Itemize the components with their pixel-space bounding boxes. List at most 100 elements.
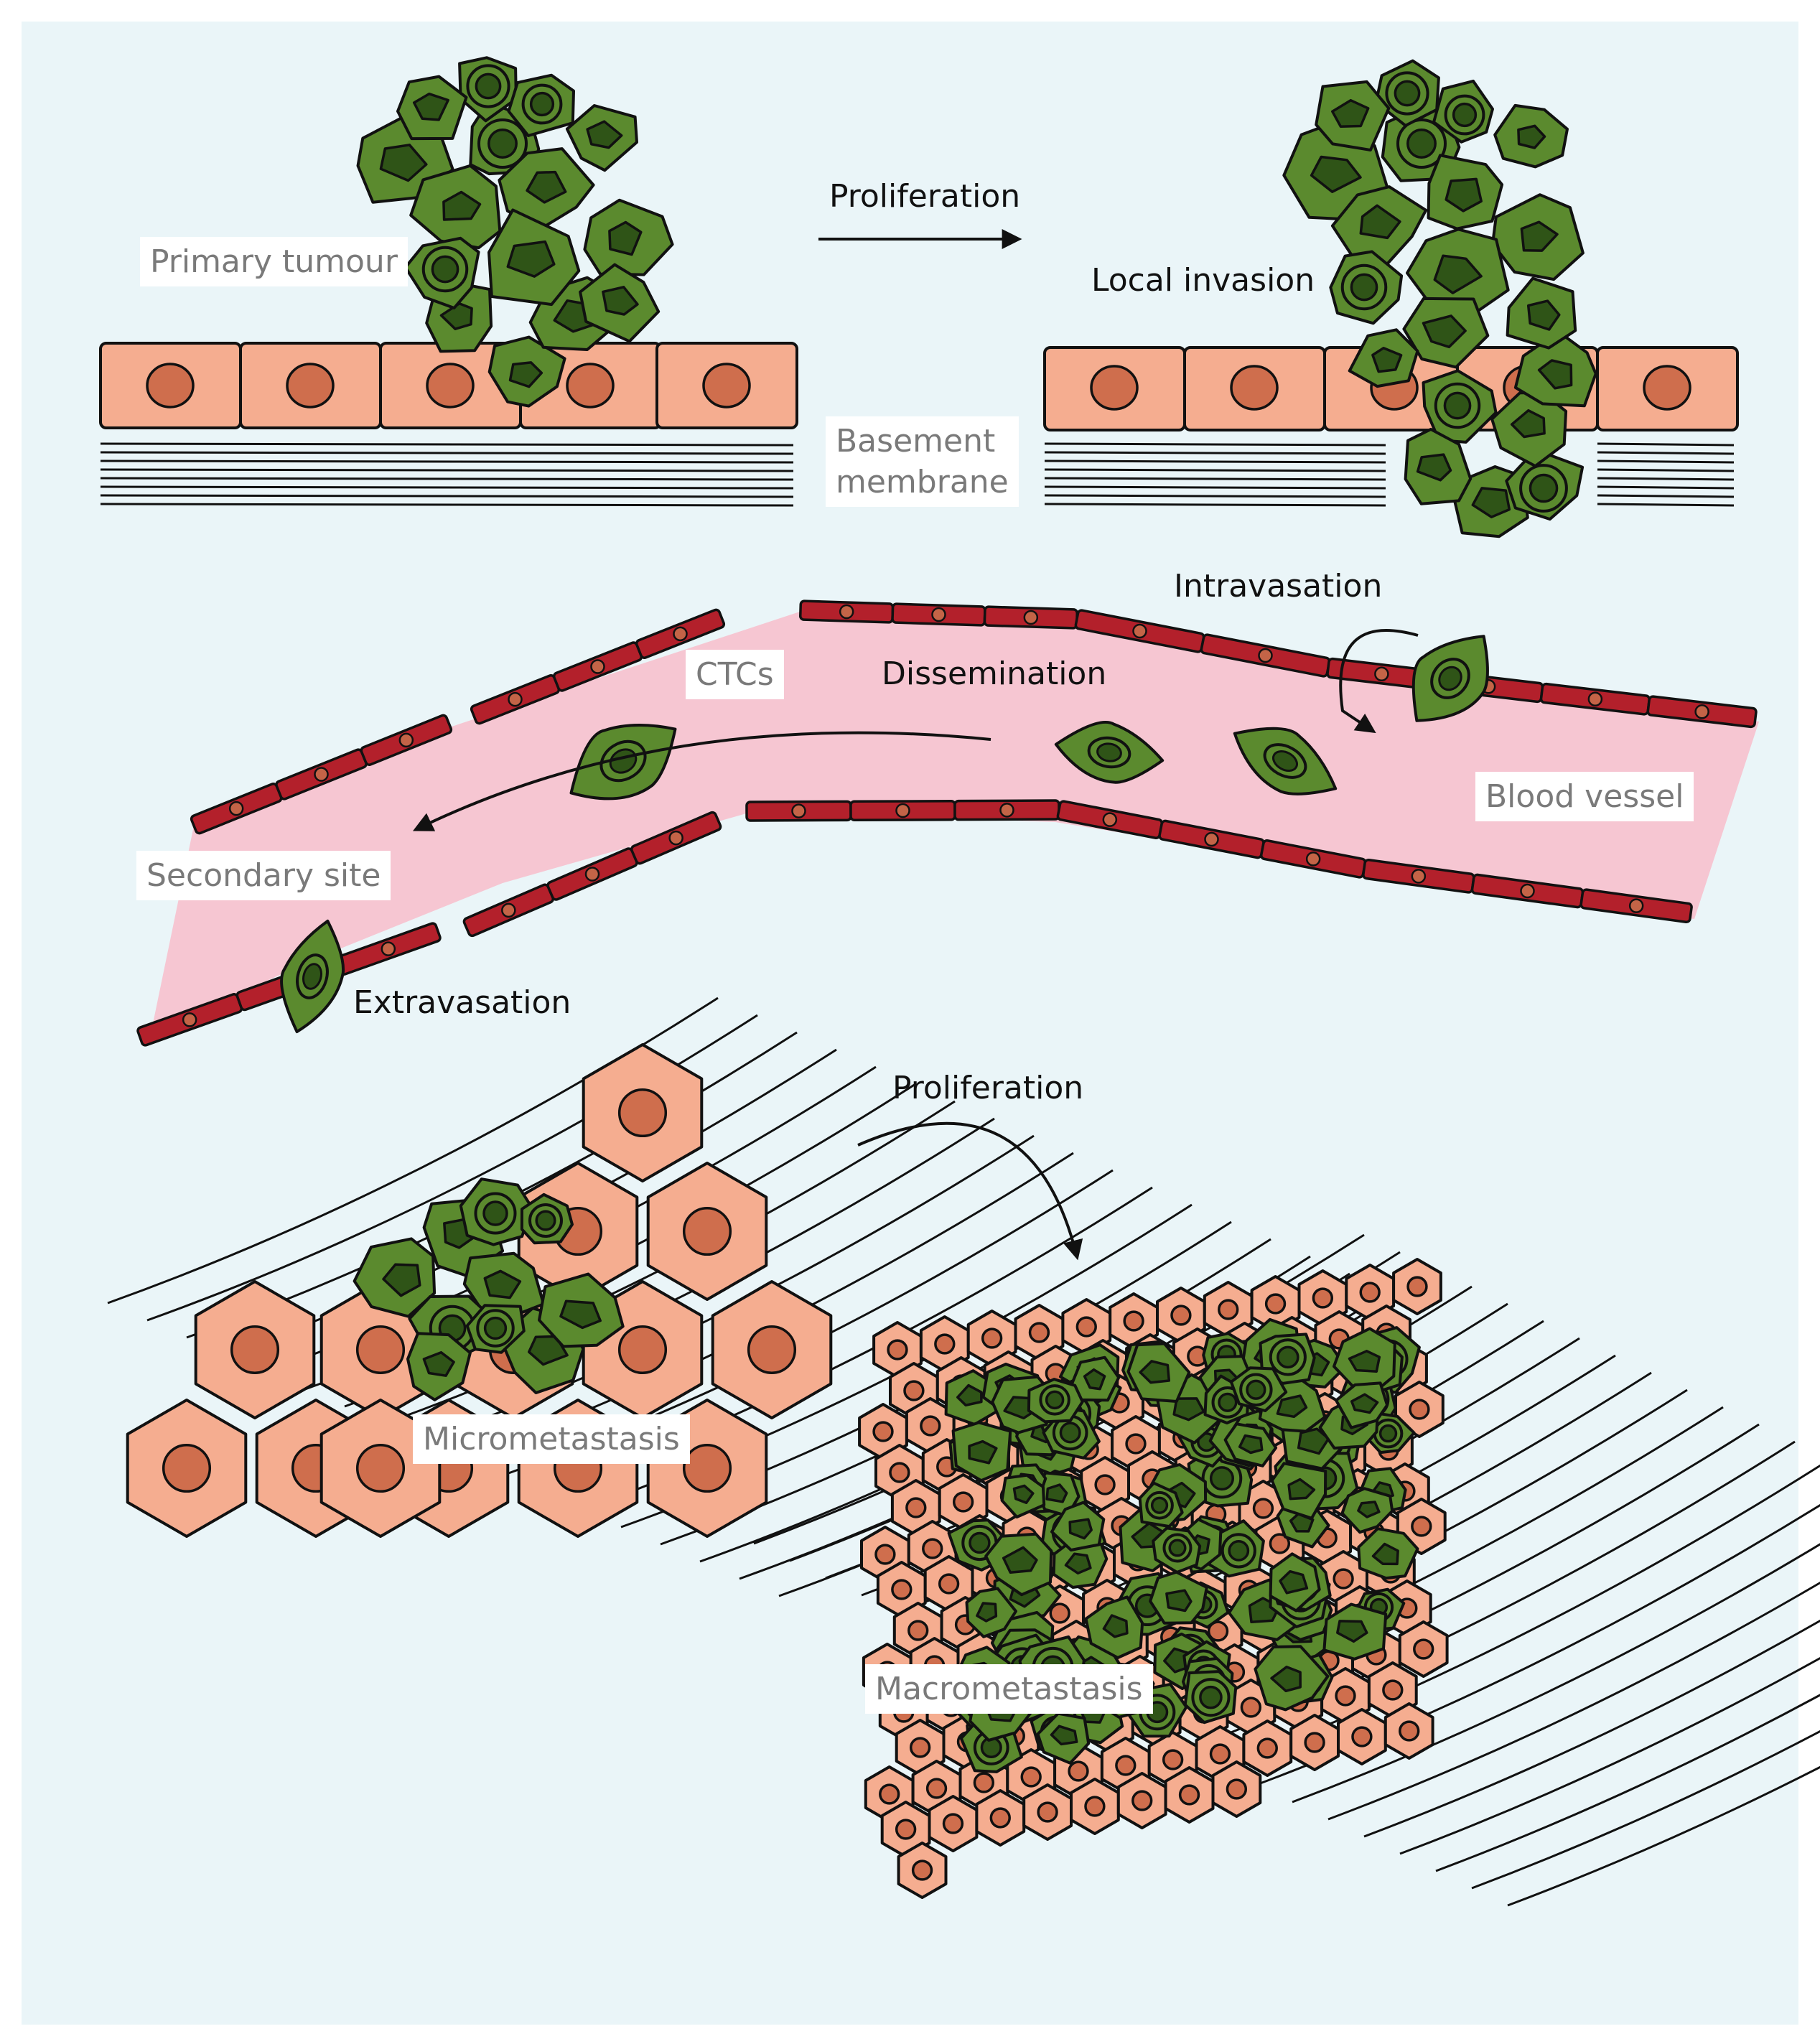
tissue-fibre: [1471, 1730, 1820, 1890]
tissue-cell-nucleus: [1304, 1732, 1325, 1753]
tissue-cell-nucleus: [911, 1859, 933, 1881]
tissue-cell-nucleus: [1335, 1685, 1356, 1707]
tumour-nucleus: [506, 240, 556, 278]
tumour-nucleus: [1002, 1546, 1038, 1574]
label-blood-vessel: Blood vessel: [1475, 772, 1694, 822]
tumour-nucleus: [431, 255, 459, 284]
label-primary-tumour: Primary tumour: [140, 237, 408, 287]
tumour-nucleus: [1510, 409, 1546, 439]
tissue-cell-nucleus: [1264, 1293, 1287, 1315]
tumour-cell-ring: [1340, 263, 1388, 311]
migrating-cell-ring: [296, 953, 329, 999]
endothelial-nucleus: [1102, 812, 1118, 827]
basement-membrane-fibre: [1044, 459, 1386, 464]
tumour-nucleus: [1452, 102, 1478, 128]
primary-tumour-panel: [99, 56, 798, 507]
basement-membrane-fibre: [100, 451, 794, 455]
tissue-cell-nucleus: [922, 1538, 943, 1559]
tissue-fibre: [1399, 1656, 1820, 1855]
epithelial-cell-nucleus: [426, 363, 475, 409]
tumour-cell-ring: [1444, 94, 1485, 136]
tumour-cell-ring: [1269, 1338, 1307, 1376]
endothelial-nucleus: [1694, 704, 1709, 719]
tumour-nucleus: [559, 1299, 602, 1330]
tumour-nucleus: [508, 361, 543, 388]
tissue-cell-nucleus: [981, 1327, 1003, 1349]
tissue-cell-nucleus: [903, 1380, 925, 1401]
tissue-cell-nucleus: [1269, 1533, 1291, 1554]
tumour-nucleus: [1165, 1589, 1193, 1613]
tumour-nucleus: [1445, 177, 1483, 213]
migrating-cell-nucleus: [302, 963, 322, 990]
endothelial-nucleus: [1258, 648, 1273, 663]
tumour-cell-ring: [477, 118, 528, 169]
proliferation-arrow-bottom: [857, 1121, 1083, 1261]
epithelial-cell-nucleus: [566, 363, 615, 409]
tissue-cell-nucleus: [925, 1778, 948, 1799]
tumour-nucleus: [1529, 473, 1559, 503]
tumour-nucleus: [1045, 1483, 1068, 1503]
tissue-cell-nucleus: [682, 1443, 732, 1493]
tumour-nucleus: [1277, 1345, 1299, 1369]
tumour-nucleus: [1102, 1614, 1129, 1638]
tumour-nucleus: [1416, 453, 1452, 482]
tumour-nucleus: [482, 1200, 508, 1226]
tissue-cell-nucleus: [907, 1620, 929, 1641]
tissue-cell-nucleus: [895, 1819, 917, 1840]
tumour-nucleus: [1199, 1685, 1223, 1709]
tumour-nucleus: [1517, 124, 1546, 149]
tissue-cell-nucleus: [1409, 1399, 1430, 1420]
tissue-cell-nucleus: [1252, 1498, 1274, 1519]
basement-membrane-fibre: [1597, 503, 1735, 507]
tumour-cell-ring: [1385, 71, 1429, 116]
tissue-cell-nucleus: [1125, 1433, 1147, 1455]
macrometastasis-panel: [753, 1233, 1820, 1907]
endothelial-nucleus: [1132, 623, 1147, 639]
endothelial-nucleus: [398, 732, 414, 748]
tumour-nucleus: [1209, 1466, 1234, 1491]
tumour-nucleus: [1520, 220, 1559, 252]
basement-membrane-fibre: [1044, 451, 1386, 455]
tissue-cell-nucleus: [355, 1325, 406, 1375]
migrating-cell-nucleus: [1272, 750, 1298, 772]
tissue-cell-nucleus: [1131, 1790, 1153, 1811]
endothelial-nucleus: [508, 691, 523, 707]
tumour-nucleus: [1150, 1496, 1169, 1514]
tissue-cell-nucleus: [920, 1415, 941, 1437]
tumour-nucleus: [382, 1263, 421, 1297]
tumour-nucleus: [1394, 80, 1421, 107]
basement-membrane-line1: Basement: [836, 423, 996, 459]
tumour-cell-ring: [1162, 1533, 1193, 1563]
tumour-nucleus: [1045, 1390, 1065, 1410]
endothelial-nucleus: [1305, 851, 1321, 867]
tumour-nucleus: [1336, 1620, 1368, 1643]
tumour-nucleus: [1433, 254, 1483, 294]
circulating-cells: [280, 635, 1489, 1034]
tissue-cell-nucleus: [889, 1462, 910, 1483]
epithelial-cell-nucleus: [1230, 365, 1279, 411]
label-ctcs: CTCs: [686, 650, 784, 700]
endothelial-nucleus: [999, 803, 1014, 818]
endothelial-nucleus: [839, 604, 854, 620]
endothelial-nucleus: [673, 626, 688, 642]
tissue-cell-nucleus: [1411, 1516, 1432, 1537]
basement-membrane-fibre: [1044, 442, 1386, 447]
tissue-cell-nucleus: [891, 1579, 913, 1600]
label-secondary-site: Secondary site: [136, 851, 391, 901]
tumour-nucleus: [608, 220, 643, 256]
basement-membrane-fibre: [1044, 494, 1386, 498]
tumour-nucleus: [1068, 1518, 1093, 1540]
tumour-nucleus: [1287, 1478, 1316, 1501]
basement-membrane-fibre: [100, 503, 794, 507]
tissue-cell-nucleus: [1359, 1282, 1381, 1303]
tissue-cell-nucleus: [1406, 1276, 1428, 1297]
tissue-cell-nucleus: [1207, 1620, 1229, 1642]
tissue-cell-nucleus: [1094, 1474, 1116, 1495]
basement-membrane-fibre: [1597, 468, 1735, 472]
tumour-nucleus: [1359, 204, 1401, 240]
tissue-fibre: [1507, 1765, 1820, 1907]
tumour-nucleus: [1537, 359, 1573, 390]
tumour-nucleus: [969, 1531, 991, 1554]
epithelial-cell-nucleus: [1090, 365, 1139, 411]
